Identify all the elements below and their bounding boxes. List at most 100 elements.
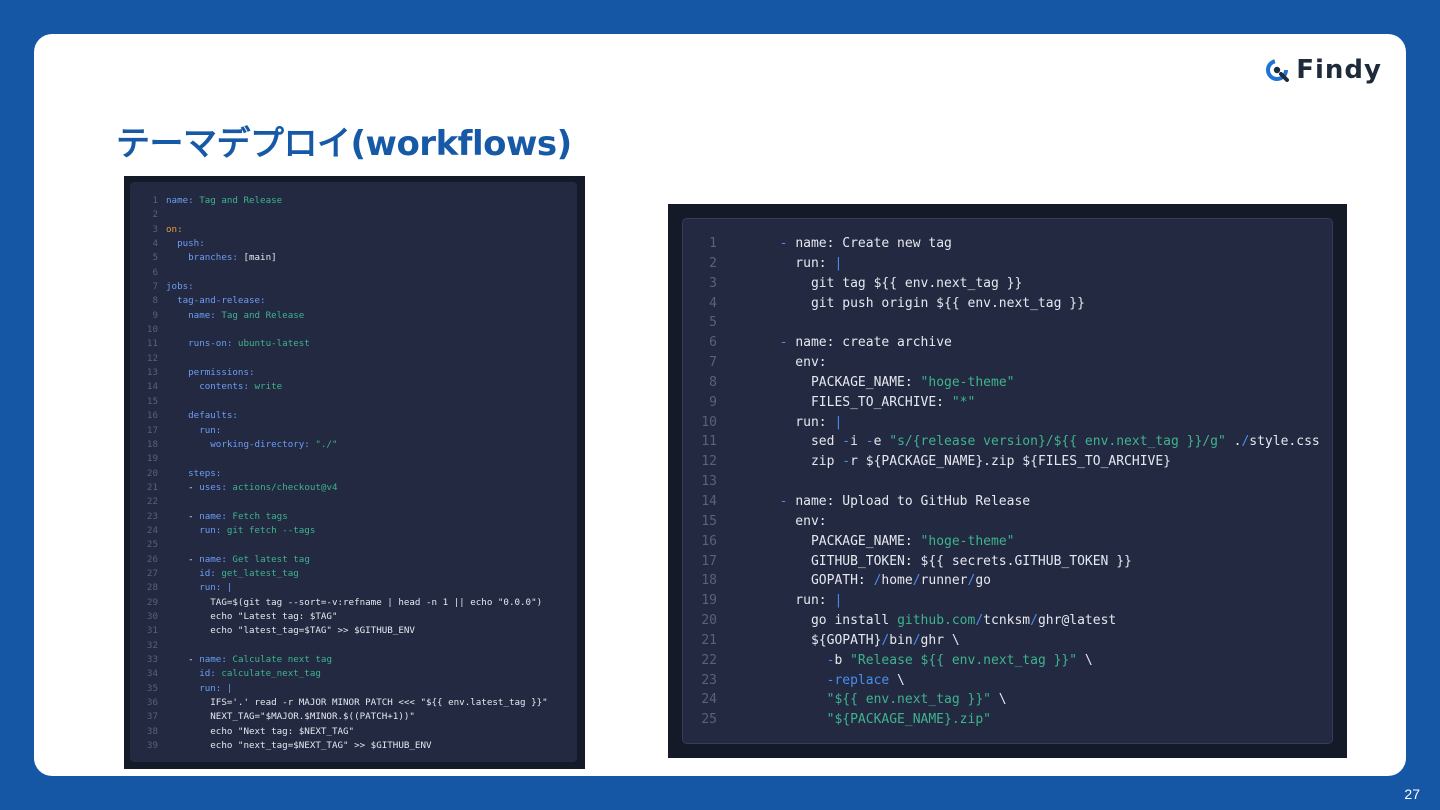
code-line: 15 env: <box>683 512 1332 532</box>
line-number: 20 <box>146 467 158 479</box>
code-text: ${GOPATH}/bin/ghr \ <box>764 631 960 651</box>
code-token: run: <box>166 582 227 594</box>
line-number: 13 <box>701 474 717 490</box>
code-text: run: <box>166 424 221 438</box>
code-token: PACKAGE_NAME: <box>764 374 921 390</box>
code-text: - name: Get latest tag <box>166 553 310 567</box>
code-line: 32 <box>130 639 577 653</box>
code-token: Fetch tags <box>232 510 288 522</box>
line-number: 19 <box>146 453 158 465</box>
code-token: / <box>873 573 882 589</box>
line-number: 39 <box>146 740 158 752</box>
code-line: 35 run: | <box>130 682 577 696</box>
code-line: 4 git push origin ${{ env.next_tag }} <box>683 294 1332 314</box>
code-line: 9 FILES_TO_ARCHIVE: "*" <box>683 393 1332 413</box>
code-line: 13 <box>683 472 1332 492</box>
code-token: "Release ${{ env.next_tag }}" <box>850 652 1078 668</box>
code-token: - <box>764 236 796 251</box>
code-token: PACKAGE_NAME: <box>764 533 921 549</box>
code-token: bin <box>889 632 913 648</box>
code-line: 33 - name: Calculate next tag <box>130 653 577 667</box>
code-line: 21 ${GOPATH}/bin/ghr \ <box>683 631 1332 651</box>
code-text: sed -i -e "s/{release version}/${{ env.n… <box>764 432 1320 452</box>
code-token: echo "Next tag: $NEXT_TAG" <box>166 725 355 737</box>
findy-logo-icon <box>1266 59 1290 82</box>
code-token: TAG=$(git tag --sort=-v:refname | head -… <box>166 596 543 608</box>
line-number: 8 <box>152 295 158 307</box>
line-number: 15 <box>701 513 717 529</box>
code-token: "${PACKAGE_NAME}.zip" <box>764 712 991 728</box>
code-text: branches: [main] <box>166 251 277 265</box>
line-number: 9 <box>709 394 717 410</box>
line-number: 15 <box>146 395 158 407</box>
code-text: GITHUB_TOKEN: ${{ secrets.GITHUB_TOKEN }… <box>764 552 1132 572</box>
line-number: 13 <box>146 367 158 379</box>
code-token: \ <box>889 672 905 688</box>
code-text: steps: <box>166 467 221 481</box>
code-token: run: <box>166 524 227 536</box>
code-line: 22 <box>130 495 577 509</box>
code-text: run: | <box>764 254 842 274</box>
line-number: 12 <box>146 352 158 364</box>
code-token: -replace <box>764 672 890 688</box>
line-number: 7 <box>709 355 717 371</box>
code-token: git tag ${{ env.next_tag }} <box>764 275 1023 291</box>
code-line: 16 PACKAGE_NAME: "hoge-theme" <box>683 532 1332 552</box>
line-number: 27 <box>146 567 158 579</box>
line-number: 1 <box>709 236 717 251</box>
code-text: zip -r ${PACKAGE_NAME}.zip ${FILES_TO_AR… <box>764 452 1171 472</box>
code-token: home <box>881 573 913 589</box>
code-line: 13 permissions: <box>130 366 577 380</box>
line-number: 29 <box>146 596 158 608</box>
code-token: | <box>226 582 233 594</box>
line-number: 21 <box>146 481 158 493</box>
code-line: 15 <box>130 395 577 409</box>
code-line: 23 - name: Fetch tags <box>130 510 577 524</box>
code-line: 31 echo "latest_tag=$TAG" >> $GITHUB_ENV <box>130 624 577 638</box>
code-text: id: calculate_next_tag <box>166 667 321 681</box>
code-token: GOPATH: <box>764 573 874 589</box>
code-line: 29 TAG=$(git tag --sort=-v:refname | hea… <box>130 596 577 610</box>
code-token: permissions: <box>166 367 255 379</box>
code-text: GOPATH: /home/runner/go <box>764 571 991 591</box>
code-line: 5 <box>683 313 1332 333</box>
code-token: - <box>764 493 796 509</box>
code-text: PACKAGE_NAME: "hoge-theme" <box>764 373 1015 393</box>
code-text: echo "latest_tag=$TAG" >> $GITHUB_ENV <box>166 624 415 638</box>
line-number: 4 <box>709 295 717 311</box>
line-number: 6 <box>152 266 158 278</box>
code-token: git push origin ${{ env.next_tag }} <box>764 295 1085 311</box>
code-text: PACKAGE_NAME: "hoge-theme" <box>764 532 1015 552</box>
code-text: echo "Latest tag: $TAG" <box>166 610 337 624</box>
code-line: 30 echo "Latest tag: $TAG" <box>130 610 577 624</box>
code-text: - uses: actions/checkout@v4 <box>166 481 337 495</box>
line-number: 23 <box>701 672 717 688</box>
code-line: 25 <box>130 538 577 552</box>
code-token: run: <box>764 255 835 271</box>
code-token: "*" <box>951 394 976 410</box>
code-line: 10 run: | <box>683 413 1332 433</box>
line-number: 14 <box>146 381 158 393</box>
code-text: run: | <box>166 581 232 595</box>
code-text: defaults: <box>166 409 238 423</box>
line-number: 8 <box>709 374 717 390</box>
code-token: Tag and Release <box>199 195 283 206</box>
code-text: run: | <box>764 413 842 433</box>
line-number: 7 <box>152 281 158 293</box>
line-number: 3 <box>152 223 158 235</box>
code-token: - <box>166 481 200 493</box>
code-token: "hoge-theme" <box>920 374 1015 390</box>
code-text: "${PACKAGE_NAME}.zip" <box>764 710 991 730</box>
code-text: NEXT_TAG="$MAJOR.$MINOR.$((PATCH+1))" <box>166 710 415 724</box>
code-text: contents: write <box>166 380 282 394</box>
code-token: / <box>975 613 984 629</box>
code-token: working-directory: <box>166 438 316 450</box>
code-line: 14 contents: write <box>130 380 577 394</box>
code-token: go <box>975 573 991 589</box>
code-token: zip <box>764 454 843 470</box>
code-token: run: <box>764 414 835 430</box>
code-text: -b "Release ${{ env.next_tag }}" \ <box>764 651 1093 671</box>
